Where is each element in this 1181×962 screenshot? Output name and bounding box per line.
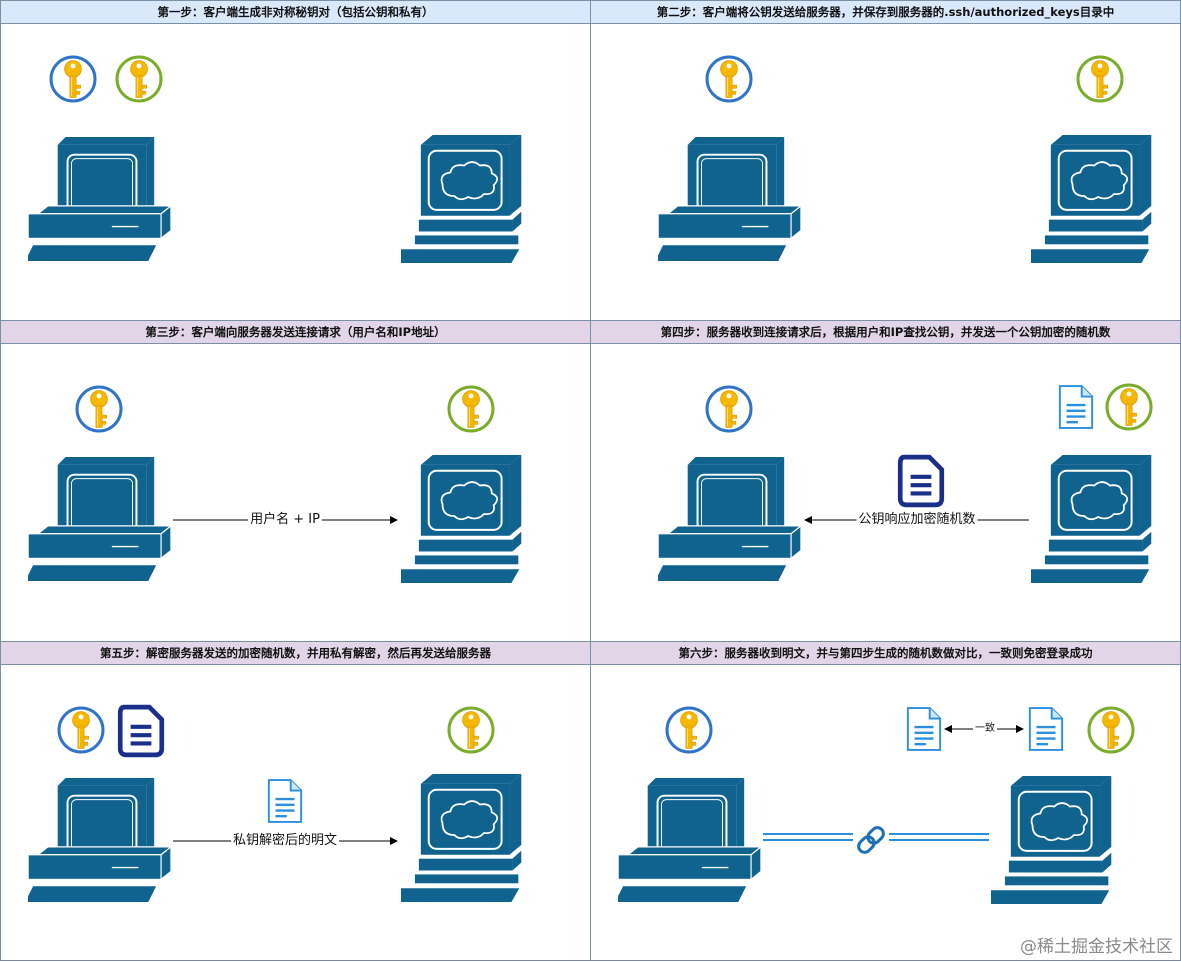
request-arrow [173, 516, 398, 524]
panel-title: 第四步：服务器收到连接请求后，根据用户和IP查找公钥，并发送一个公钥加密的随机数 [591, 321, 1180, 344]
step4-panel: 第四步：服务器收到连接请求后，根据用户和IP查找公钥，并发送一个公钥加密的随机数… [590, 320, 1181, 642]
panel-title: 第五步：解密服务器发送的加密随机数，并用私有解密，然后再发送给服务器 [1, 642, 590, 665]
private-key-icon [48, 54, 98, 104]
response-arrow [804, 516, 1029, 524]
client-computer [658, 135, 802, 263]
public-key-icon [446, 705, 496, 755]
panel-title: 第二步：客户端将公钥发送给服务器，并保存到服务器的.ssh/authorized… [591, 1, 1180, 24]
response-label: 公钥响应加密随机数 [856, 512, 978, 528]
panel-title: 第六步：服务器收到明文，并与第四步生成的随机数做对比，一致则免密登录成功 [591, 642, 1180, 665]
watermark: @稀土掘金技术社区 [1020, 937, 1173, 957]
request-label: 用户名 + IP [248, 512, 322, 528]
public-key-icon [1075, 54, 1125, 104]
panel-title: 第三步：客户端向服务器发送连接请求（用户名和IP地址） [1, 321, 590, 344]
step3-panel: 第三步：客户端向服务器发送连接请求（用户名和IP地址） 用户名 + IP [0, 320, 591, 642]
chain-link-icon [857, 826, 885, 854]
private-key-icon [56, 705, 106, 755]
server-computer [1031, 135, 1153, 263]
step1-panel: 第一步：客户端生成非对称秘钥对（包括公钥和私有） [0, 0, 591, 321]
private-key-icon [74, 384, 124, 434]
public-key-icon [446, 384, 496, 434]
compare-label: 一致 [973, 721, 997, 737]
client-computer [28, 135, 172, 263]
connection-link [763, 833, 989, 841]
private-key-icon [664, 705, 714, 755]
private-key-icon [704, 384, 754, 434]
public-key-icon [1086, 705, 1136, 755]
step2-panel: 第二步：客户端将公钥发送给服务器，并保存到服务器的.ssh/authorized… [590, 0, 1181, 321]
server-computer [401, 135, 523, 263]
public-key-icon [114, 54, 164, 104]
step5-panel: 第五步：解密服务器发送的加密随机数，并用私有解密，然后再发送给服务器 私钥解密后… [0, 641, 591, 961]
public-key-icon [1104, 382, 1154, 432]
plaintext-label: 私钥解密后的明文 [230, 833, 340, 849]
step6-panel: 第六步：服务器收到明文，并与第四步生成的随机数做对比，一致则免密登录成功 一致 [590, 641, 1181, 961]
private-key-icon [704, 54, 754, 104]
panel-title: 第一步：客户端生成非对称秘钥对（包括公钥和私有） [1, 1, 590, 24]
plaintext-arrow [173, 837, 398, 845]
